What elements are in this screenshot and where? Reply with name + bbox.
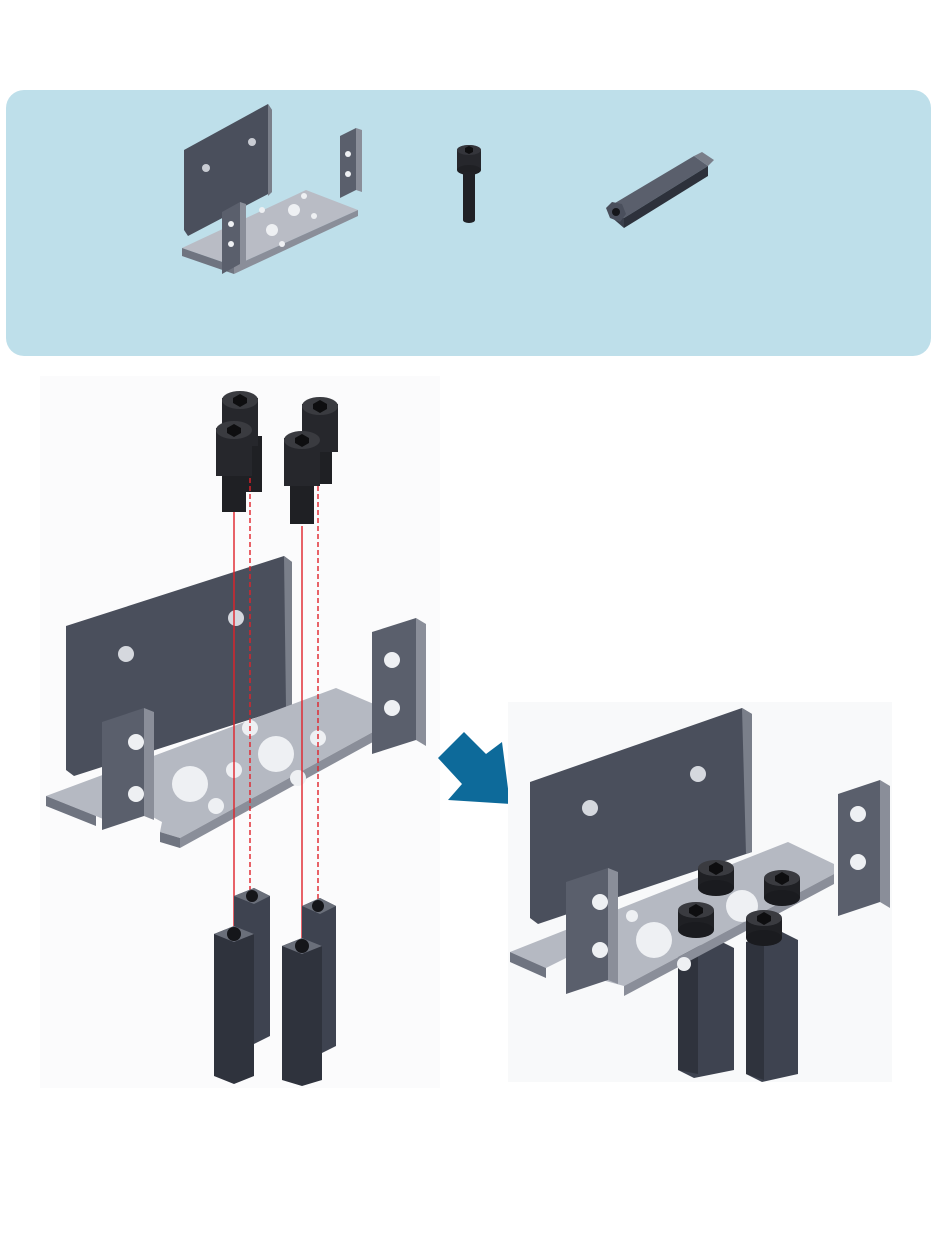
standoff-front-left <box>214 926 254 1084</box>
standoff-front-right <box>282 938 322 1086</box>
u-bracket-icon <box>176 98 376 278</box>
assembled-view <box>508 702 892 1082</box>
hex-standoff-icon <box>602 148 720 234</box>
parts-panel <box>6 90 931 356</box>
assembly-arrow-icon <box>436 728 512 808</box>
exploded-view <box>40 376 440 1088</box>
screw-icon <box>452 142 486 232</box>
